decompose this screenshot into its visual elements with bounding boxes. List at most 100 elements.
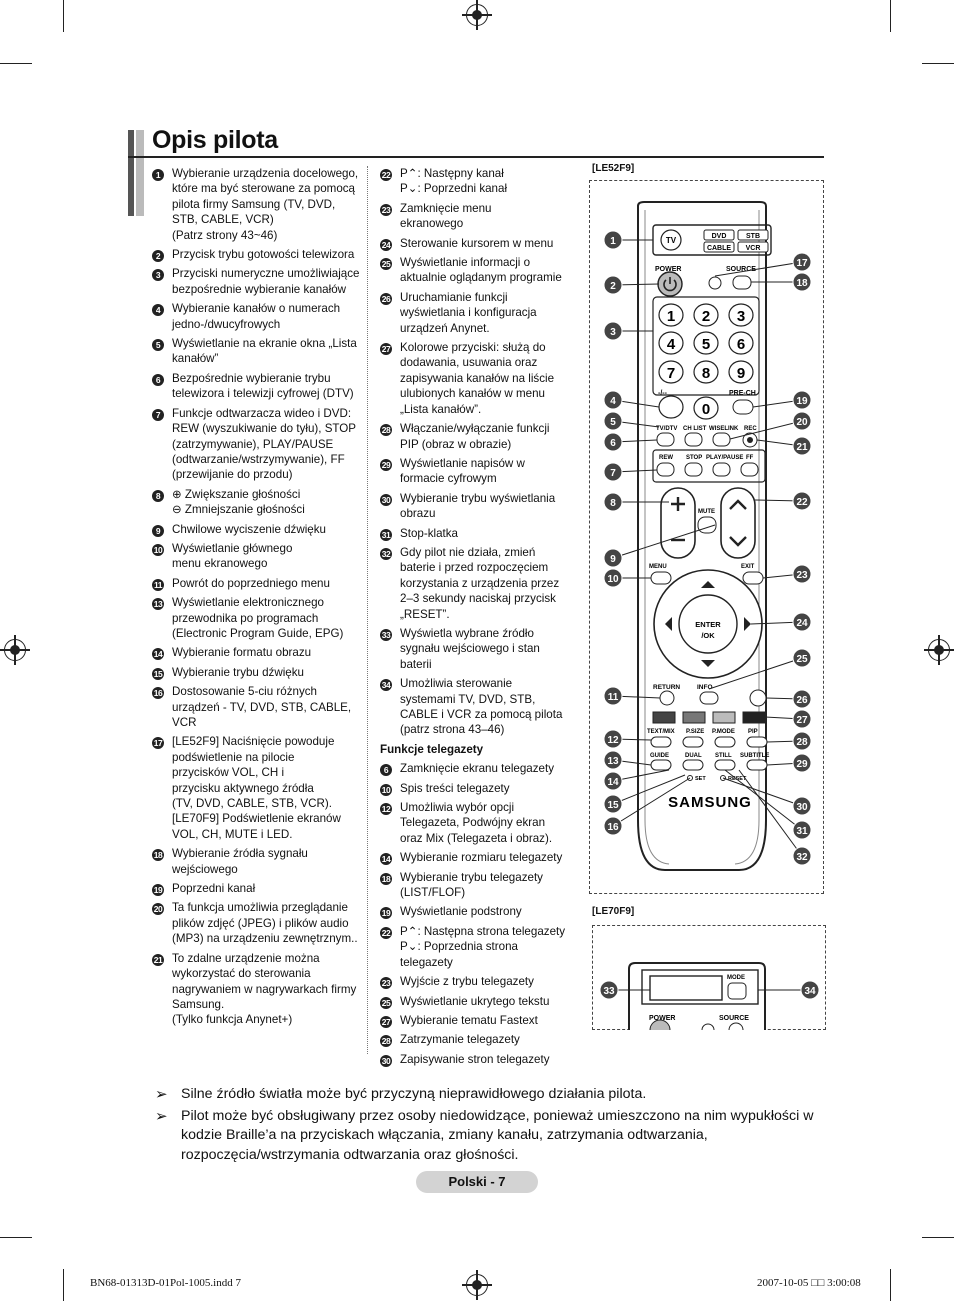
item-number-badge: 25 bbox=[380, 996, 392, 1009]
callout-badge bbox=[603, 411, 623, 431]
digit-button bbox=[658, 331, 684, 355]
item-number-badge: 3 bbox=[152, 269, 164, 282]
item-text: Wybieranie trybu dźwięku bbox=[172, 665, 304, 679]
teletext-item: 30 Zapisywanie stron telegazety bbox=[380, 1052, 566, 1067]
item-number-badge: 26 bbox=[380, 292, 392, 305]
rec-dot-icon bbox=[747, 437, 753, 443]
callout-line bbox=[708, 657, 803, 690]
callout-number: 6 bbox=[610, 438, 616, 449]
remote-body-edge bbox=[734, 210, 760, 865]
callout-badge bbox=[603, 771, 623, 791]
callout-number: 24 bbox=[796, 618, 808, 629]
item-text: Wyświetlanie napisów w formacie cyfrowym bbox=[400, 456, 525, 486]
item-text: [LE70F9] Podświetlenie ekranów VOL, CH, … bbox=[172, 812, 341, 841]
item-number-badge: 30 bbox=[380, 1054, 392, 1067]
remote-label: INFO bbox=[697, 684, 713, 691]
print-slug-file: BN68-01313D-01Pol-1005.indd 7 bbox=[90, 1277, 241, 1289]
item-text: Zamknięcie ekranu telegazety bbox=[400, 762, 555, 776]
item-text: Przyciski numeryczne umożliwiające bezpo… bbox=[172, 267, 360, 296]
figure-label-le52: [LE52F9] bbox=[592, 163, 635, 174]
remote-label: ENTER bbox=[695, 620, 721, 629]
remote-label: TV/DTV bbox=[656, 426, 677, 432]
callout-badge bbox=[603, 729, 623, 749]
digit-button bbox=[693, 360, 719, 384]
item-text: Wybieranie tematu Fastext bbox=[400, 1013, 538, 1027]
callout-badge bbox=[792, 564, 812, 584]
remote-label: CH LIST bbox=[683, 426, 707, 432]
digit-label: 7 bbox=[667, 365, 675, 382]
item-number-badge: 34 bbox=[380, 679, 392, 692]
item-text: Wyświetlanie informacji o aktualnie oglą… bbox=[400, 256, 562, 285]
remote-label: /OK bbox=[701, 631, 715, 640]
subtitle-button bbox=[746, 759, 768, 771]
arrow-up-icon bbox=[701, 581, 715, 588]
anynet-button bbox=[749, 689, 767, 707]
crop-mark bbox=[890, 1269, 891, 1301]
item-text: Umożliwia wybór opcji Telegazeta, Podwój… bbox=[400, 801, 553, 845]
callout-badge bbox=[792, 689, 812, 709]
print-slug-date: 2007-10-05 □□ 3:00:08 bbox=[757, 1277, 861, 1289]
item-number-badge: 32 bbox=[380, 547, 392, 560]
title-accent bbox=[136, 130, 144, 216]
callout-number: 14 bbox=[607, 777, 619, 788]
figure-label-le70: [LE70F9] bbox=[592, 906, 635, 917]
item-text: Stop-klatka bbox=[400, 526, 458, 540]
arrow-down-icon bbox=[701, 660, 715, 667]
remote-label: RETURN bbox=[653, 684, 680, 691]
item-number-badge: 2 bbox=[152, 250, 164, 263]
pmode-button bbox=[714, 736, 736, 748]
remote-label: VCR bbox=[746, 245, 761, 252]
stb-button bbox=[737, 229, 769, 241]
callout-number: 30 bbox=[796, 802, 808, 813]
item-number-badge: 21 bbox=[152, 953, 164, 966]
item-number-badge: 9 bbox=[152, 524, 164, 537]
remote-label: STILL bbox=[715, 753, 732, 759]
callout-badge bbox=[603, 462, 623, 482]
callout-line bbox=[612, 774, 686, 805]
callout-line bbox=[714, 261, 803, 277]
item-number-badge: 1 bbox=[152, 169, 164, 181]
item-text: Wybieranie rozmiaru telegazety bbox=[400, 851, 563, 865]
digit-button bbox=[693, 396, 719, 420]
callout-badge bbox=[792, 846, 812, 866]
callout-badge bbox=[792, 731, 812, 751]
item-number-badge: 10 bbox=[380, 783, 392, 796]
item-number-badge: 14 bbox=[152, 648, 164, 661]
note-arrow-icon: ➢ bbox=[155, 1086, 168, 1103]
callout-number: 5 bbox=[610, 417, 616, 428]
callout-number: 12 bbox=[607, 735, 619, 746]
callout-number: 20 bbox=[796, 417, 808, 428]
digit-button bbox=[728, 360, 754, 384]
note-text: Pilot może być obsługiwany przez osoby n… bbox=[181, 1107, 814, 1163]
item-text: Gdy pilot nie działa, zmień baterie i pr… bbox=[400, 545, 560, 621]
callout-number: 3 bbox=[610, 327, 616, 338]
digit-label: 6 bbox=[737, 336, 745, 353]
callout-badge bbox=[603, 230, 623, 250]
callout-badge bbox=[792, 753, 812, 773]
vcr-button bbox=[737, 241, 769, 253]
item-text: Wyświetlanie głównego bbox=[172, 541, 293, 555]
callout-line bbox=[729, 420, 803, 440]
item-text: Zatrzymanie telegazety bbox=[400, 1033, 520, 1047]
item-number-badge: 23 bbox=[380, 203, 392, 216]
remote-label: PIP bbox=[748, 729, 758, 735]
remote-label: PLAY/PAUSE bbox=[706, 455, 743, 461]
digit-label: 4 bbox=[667, 336, 676, 353]
item-text: P⌄: Poprzednia strona telegazety bbox=[400, 940, 518, 969]
item-text: Zapisywanie stron telegazety bbox=[400, 1052, 550, 1066]
digit-button bbox=[693, 303, 719, 327]
